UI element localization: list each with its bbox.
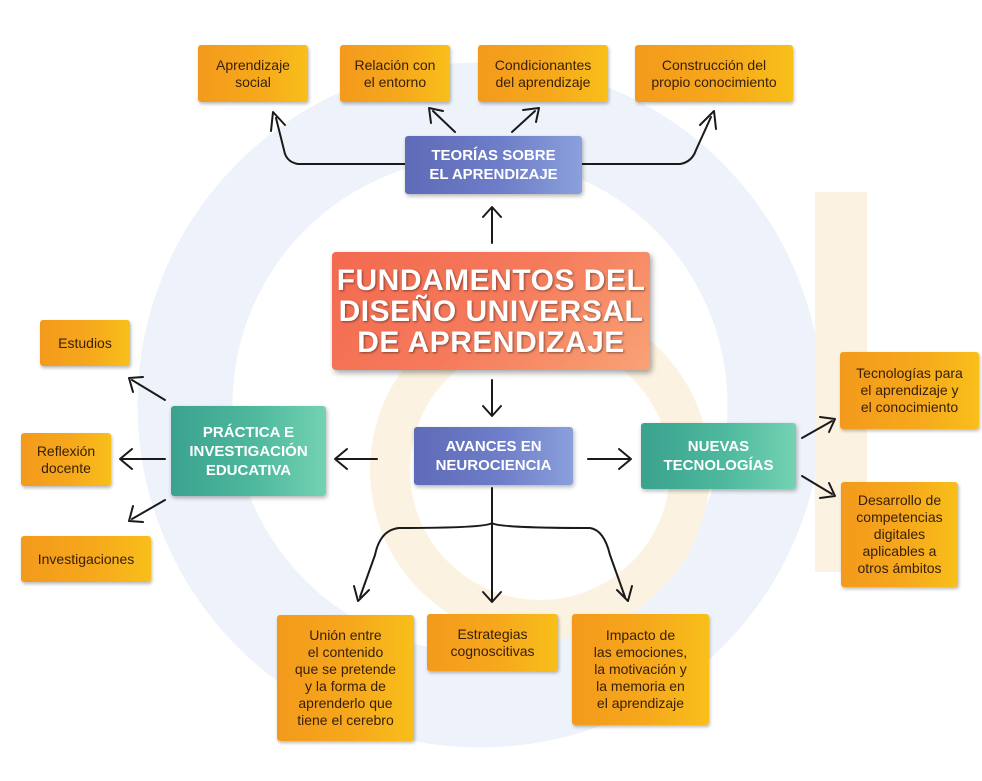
leaf-tecnologias-aprendizaje[interactable]: Tecnologías para el aprendizaje y el con… [840,352,979,429]
central-topic[interactable]: FUNDAMENTOS DEL DISEÑO UNIVERSAL DE APRE… [332,252,650,370]
leaf-estudios[interactable]: Estudios [40,320,130,366]
leaf-estrategias[interactable]: Estrategias cognoscitivas [427,614,558,671]
leaf-relacion-entorno[interactable]: Relación con el entorno [340,45,450,102]
leaf-condicionantes[interactable]: Condicionantes del aprendizaje [478,45,608,102]
leaf-reflexion-docente[interactable]: Reflexión docente [21,433,111,486]
leaf-investigaciones[interactable]: Investigaciones [21,536,151,582]
leaf-impacto-emociones[interactable]: Impacto de las emociones, la motivación … [572,614,709,725]
leaf-aprendizaje-social[interactable]: Aprendizaje social [198,45,308,102]
leaf-union-contenido[interactable]: Unión entre el contenido que se pretende… [277,615,414,741]
branch-practica[interactable]: PRÁCTICA E INVESTIGACIÓN EDUCATIVA [171,406,326,496]
leaf-competencias-digitales[interactable]: Desarrollo de competencias digitales apl… [841,482,958,587]
leaf-construccion[interactable]: Construcción del propio conocimiento [635,45,793,102]
branch-teorias[interactable]: TEORÍAS SOBRE EL APRENDIZAJE [405,136,582,194]
branch-tecnologias[interactable]: NUEVAS TECNOLOGÍAS [641,423,796,489]
branch-neurociencia[interactable]: AVANCES EN NEUROCIENCIA [414,427,573,485]
